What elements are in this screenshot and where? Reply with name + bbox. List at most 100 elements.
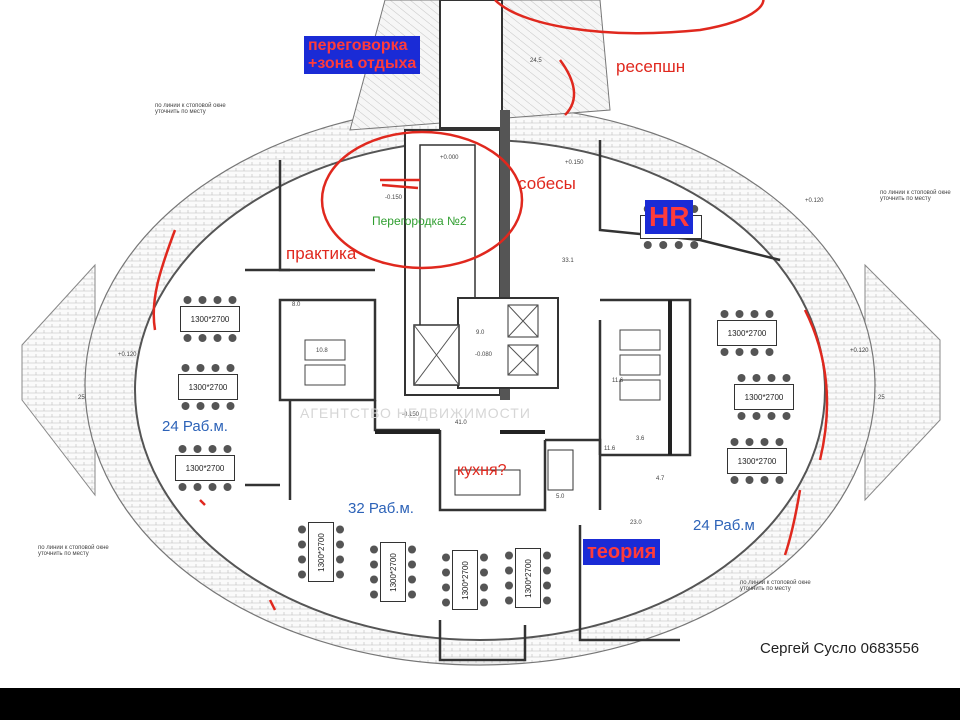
chair (735, 310, 744, 318)
elevation: -0.080 (475, 352, 493, 358)
chair (223, 445, 232, 453)
chair (370, 590, 378, 599)
chair (543, 551, 551, 560)
chair (408, 560, 416, 569)
chair (760, 438, 769, 446)
chair (480, 553, 488, 562)
interviews-label: собесы (518, 174, 576, 193)
chair (298, 555, 306, 564)
chair (211, 364, 220, 372)
chair (298, 570, 306, 579)
room-number: 5.0 (556, 494, 565, 500)
room-number: 24.5 (530, 58, 542, 64)
meeting-room-tag: переговорка +зона отдыха (304, 36, 421, 74)
chair (782, 374, 791, 382)
chair (505, 596, 513, 605)
chair (370, 560, 378, 569)
right-wing (864, 263, 941, 502)
note: по линии к стоповой окне уточнить по мес… (880, 190, 951, 202)
elevation: +0.150 (565, 160, 584, 166)
chair (752, 412, 761, 420)
practice-label: практика (286, 244, 357, 263)
chair (543, 566, 551, 575)
chair (183, 296, 192, 304)
chair (370, 545, 378, 554)
workstations-center: 32 Раб.м. (348, 500, 414, 517)
chair (178, 483, 187, 491)
chair (193, 445, 202, 453)
note: по линии к стоповой окне уточнить по мес… (155, 103, 226, 115)
chair (336, 540, 344, 549)
note: по линии к стоповой окне уточнить по мес… (740, 580, 811, 592)
chair (543, 581, 551, 590)
chair (213, 296, 222, 304)
chair (193, 483, 202, 491)
room-number: 33.1 (562, 258, 574, 264)
elevation: -0.150 (402, 412, 420, 418)
note: по линии к стоповой окне уточнить по мес… (38, 545, 109, 557)
chair (767, 374, 776, 382)
chair (336, 570, 344, 579)
chair (659, 241, 668, 249)
bottom-black-bar (0, 688, 960, 720)
chair (737, 412, 746, 420)
elevation: -0.150 (385, 195, 403, 201)
chair (643, 241, 652, 249)
chair (181, 364, 190, 372)
room-number: 8.0 (292, 302, 301, 308)
chair (505, 551, 513, 560)
chair (208, 483, 217, 491)
chair (505, 566, 513, 575)
table: 1300*2700 (452, 550, 478, 610)
chair (745, 438, 754, 446)
room-number: 11.6 (604, 446, 616, 452)
chair (765, 348, 774, 356)
table: 1300*2700 (727, 448, 787, 474)
chair (196, 364, 205, 372)
chair (298, 525, 306, 534)
chair (208, 445, 217, 453)
reception-label: ресепшн (616, 57, 686, 76)
chair (690, 241, 699, 249)
elevation: +0.120 (805, 198, 824, 204)
red-annotations (152, 0, 829, 611)
room-number: 25 (78, 395, 85, 401)
room-number: 41.0 (455, 420, 467, 426)
chair (765, 310, 774, 318)
chair (336, 525, 344, 534)
chair (228, 296, 237, 304)
chair (298, 540, 306, 549)
chair (720, 348, 729, 356)
table: 1300*2700 (734, 384, 794, 410)
theory-tag: теория (583, 539, 661, 565)
chair (336, 555, 344, 564)
chair (752, 374, 761, 382)
table: 1300*2700 (515, 548, 541, 608)
chair (228, 334, 237, 342)
chair (480, 583, 488, 592)
chair (720, 310, 729, 318)
room-number: 25 (878, 395, 885, 401)
kitchen-label: кухня? (457, 462, 507, 479)
chair (674, 241, 683, 249)
table: 1300*2700 (175, 455, 235, 481)
floor-plan-drawing (21, 0, 941, 666)
chair (442, 568, 450, 577)
chair (505, 581, 513, 590)
room-number: 23.0 (630, 520, 642, 526)
elevation: +0.120 (850, 348, 869, 354)
elevation: +0.000 (440, 155, 459, 161)
chair (480, 568, 488, 577)
chair (730, 438, 739, 446)
chair (775, 476, 784, 484)
room-number: 9.0 (476, 330, 485, 336)
workstations-left: 24 Раб.м. (162, 418, 228, 435)
chair (735, 348, 744, 356)
chair (408, 590, 416, 599)
chair (198, 334, 207, 342)
chair (223, 483, 232, 491)
workstations-right: 24 Раб.м (693, 517, 755, 534)
chair (408, 545, 416, 554)
chair (213, 334, 222, 342)
chair (767, 412, 776, 420)
